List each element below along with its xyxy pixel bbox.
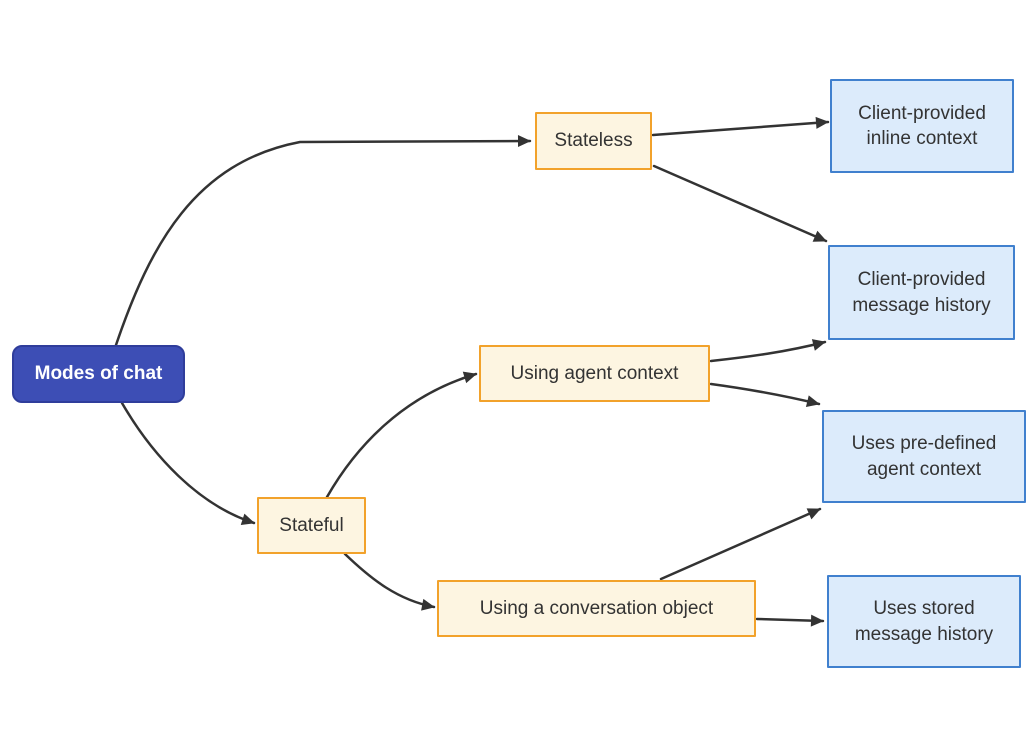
edge-stateless-to-message-history bbox=[652, 164, 828, 243]
node-uses-stored-message-history: Uses stored message history bbox=[827, 575, 1021, 668]
edge-agent-context-to-message-history bbox=[709, 339, 827, 363]
edge-stateful-to-conversation-object bbox=[343, 552, 436, 611]
node-client-provided-message-history: Client-provided message history bbox=[828, 245, 1015, 340]
node-client-provided-inline-context: Client-provided inline context bbox=[830, 79, 1014, 173]
node-uses-predefined-agent-context: Uses pre-defined agent context bbox=[822, 410, 1026, 503]
edge-modes-to-stateless bbox=[114, 135, 532, 347]
node-using-conversation-object: Using a conversation object bbox=[437, 580, 756, 637]
edge-stateful-to-agent-context bbox=[325, 371, 478, 499]
edge-conversation-object-to-predefined-context bbox=[659, 507, 822, 581]
node-modes-of-chat: Modes of chat bbox=[12, 345, 185, 403]
edge-conversation-object-to-stored-history bbox=[755, 614, 825, 627]
edge-agent-context-to-predefined-context bbox=[709, 382, 821, 408]
edge-modes-to-stateful bbox=[120, 401, 256, 526]
edge-stateless-to-inline-context bbox=[651, 116, 830, 137]
node-stateful: Stateful bbox=[257, 497, 366, 554]
node-stateless: Stateless bbox=[535, 112, 652, 170]
node-using-agent-context: Using agent context bbox=[479, 345, 710, 402]
